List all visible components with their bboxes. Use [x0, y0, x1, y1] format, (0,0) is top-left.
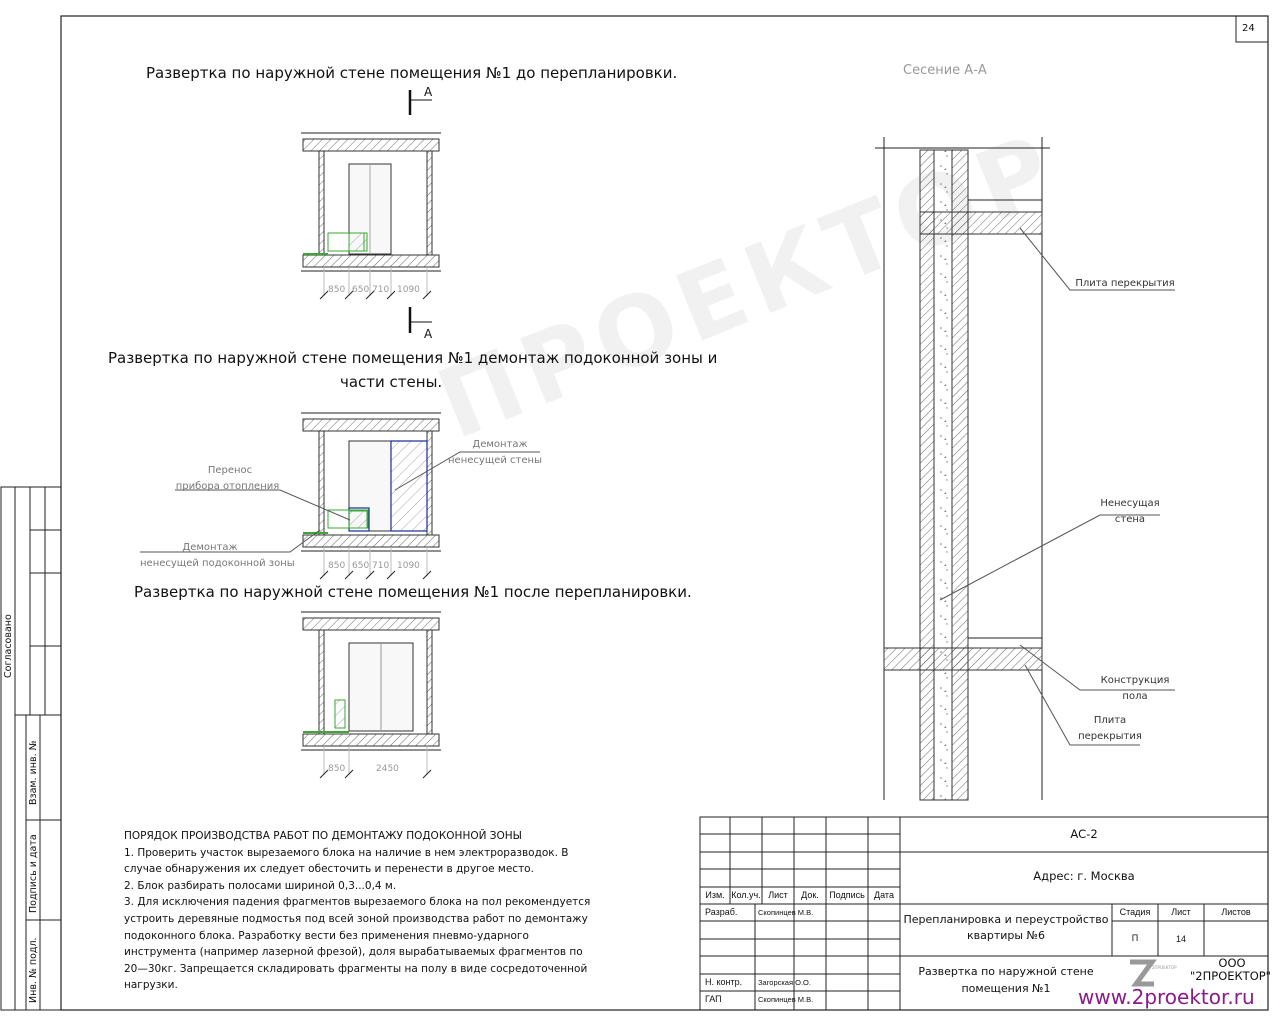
label-sill-demolition: Демонтаж — [182, 542, 238, 553]
stamp-inv-orig: Инв. № подл. — [28, 937, 39, 1003]
section-title: Сесение А-А — [903, 63, 987, 78]
tb-stage-label: Стадия — [1119, 907, 1151, 917]
tb-sheets-label: Листов — [1221, 907, 1251, 917]
tb-role: Н. контр. — [705, 977, 743, 987]
logo-text: 2ПРОЕКТОР — [1152, 965, 1177, 970]
drawing-3-title: Развертка по наружной стене помещения №1… — [134, 583, 692, 601]
label-heater-move-2: прибора отопления — [175, 481, 280, 492]
elevation-demolition — [301, 412, 441, 580]
label-wall-demolition-2: ненесущей стены — [448, 455, 542, 466]
note-item: 3. Для исключения падения фрагментов выр… — [124, 896, 591, 992]
label-sill-demolition-2: ненесущей подоконной зоны — [140, 558, 295, 569]
note-item: 1. Проверить участок вырезаемого блока н… — [124, 846, 569, 876]
dim: 650 — [352, 285, 370, 295]
dim: 710 — [372, 561, 390, 571]
tb-project: Перепланировка и переустройство — [903, 913, 1109, 926]
tb-header: Подпись — [829, 890, 865, 900]
dim: 850 — [328, 561, 346, 571]
work-notes: ПОРЯДОК ПРОИЗВОДСТВА РАБОТ ПО ДЕМОНТАЖУ … — [124, 828, 594, 994]
tb-company: ООО — [1218, 956, 1246, 970]
tb-header: Лист — [768, 890, 788, 900]
dim: 650 — [352, 561, 370, 571]
dim: 2450 — [376, 764, 399, 774]
stamp-agreed: Согласовано — [3, 614, 14, 678]
tb-header: Дата — [874, 890, 894, 900]
tb-role: ГАП — [705, 994, 722, 1004]
label-floor: Конструкция — [1100, 675, 1170, 686]
side-stamp — [0, 486, 62, 1011]
sheet-number: 24 — [1242, 23, 1255, 34]
dim: 850 — [328, 764, 346, 774]
company-logo — [1130, 959, 1157, 987]
tb-sheet-title-2: помещения №1 — [961, 982, 1051, 995]
drawing-1-title: Развертка по наружной стене помещения №1… — [146, 64, 678, 82]
tb-name: Скопинцев М.В. — [758, 995, 814, 1004]
tb-project-2: квартиры №6 — [966, 929, 1045, 942]
tb-code: АС-2 — [1070, 827, 1098, 841]
tb-header: Кол.уч. — [731, 890, 761, 900]
label-slab-bottom-2: перекрытия — [1078, 731, 1142, 742]
tb-sheet-label: Лист — [1171, 907, 1191, 917]
tb-name: Скопинцев М.В. — [758, 908, 814, 917]
dim: 850 — [328, 285, 346, 295]
tb-header: Изм. — [705, 890, 725, 900]
tb-role: Разраб. — [705, 907, 738, 917]
section-a-a — [875, 137, 1175, 801]
stamp-sign-date: Подпись и дата — [28, 834, 39, 913]
dim: 1090 — [397, 285, 420, 295]
website-link[interactable]: www.2proektor.ru — [1078, 985, 1255, 1009]
tb-address: Адрес: г. Москва — [1033, 869, 1135, 883]
notes-heading: ПОРЯДОК ПРОИЗВОДСТВА РАБОТ ПО ДЕМОНТАЖУ … — [124, 830, 522, 842]
label-slab-top: Плита перекрытия — [1075, 278, 1175, 289]
tb-header: Док. — [801, 890, 819, 900]
elevation-before — [301, 132, 441, 300]
tb-name: Загорская О.О. — [758, 978, 811, 987]
label-wall-demolition: Демонтаж — [472, 439, 528, 450]
label-floor-2: пола — [1122, 691, 1148, 702]
section-mark-bottom: А — [424, 327, 433, 341]
title-block-grid — [699, 816, 1269, 1011]
label-slab-bottom: Плита — [1093, 715, 1127, 726]
elevation-after — [301, 611, 441, 779]
section-mark-top: А — [424, 85, 433, 99]
dim: 710 — [372, 285, 390, 295]
label-wall-2: стена — [1114, 514, 1146, 525]
tb-company-2: "2ПРОЕКТОР" — [1190, 969, 1271, 983]
leader-lines — [140, 451, 540, 553]
note-item: 2. Блок разбирать полосами шириной 0,3..… — [124, 879, 397, 892]
drawing-2-title-cont: части стены. — [340, 373, 443, 391]
label-wall: Ненесущая — [1100, 498, 1160, 509]
tb-stage: П — [1131, 933, 1139, 943]
tb-sheet: 14 — [1175, 934, 1186, 944]
dim: 1090 — [397, 561, 420, 571]
tb-sheet-title: Развертка по наружной стене — [918, 965, 1094, 978]
drawing-2-title: Развертка по наружной стене помещения №1… — [108, 349, 718, 367]
label-heater-move: Перенос — [207, 465, 253, 476]
stamp-swap-inv: Взам. инв. № — [28, 740, 39, 805]
